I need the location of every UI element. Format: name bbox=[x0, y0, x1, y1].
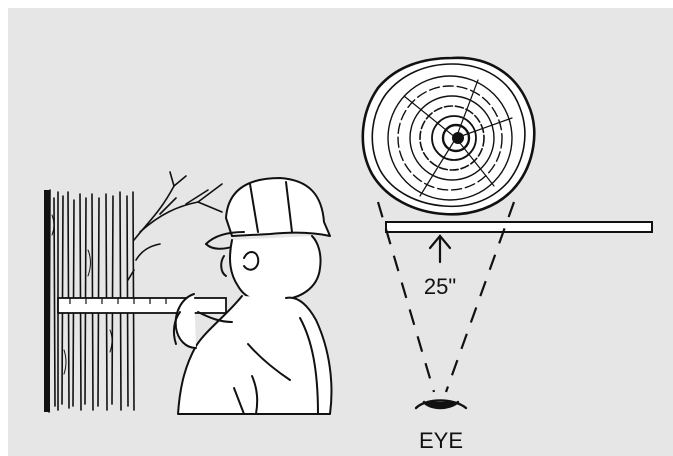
worker-hardhat-illustration bbox=[174, 178, 332, 414]
measuring-stick-illustration bbox=[58, 298, 226, 313]
eye-label: EYE bbox=[419, 428, 463, 453]
log-cross-section-illustration bbox=[363, 58, 534, 214]
eye-icon bbox=[416, 401, 466, 409]
ruler-under-log bbox=[386, 222, 652, 232]
tree-branch-illustration bbox=[128, 172, 222, 280]
distance-label: 25" bbox=[424, 274, 456, 299]
distance-arrow bbox=[430, 236, 450, 262]
